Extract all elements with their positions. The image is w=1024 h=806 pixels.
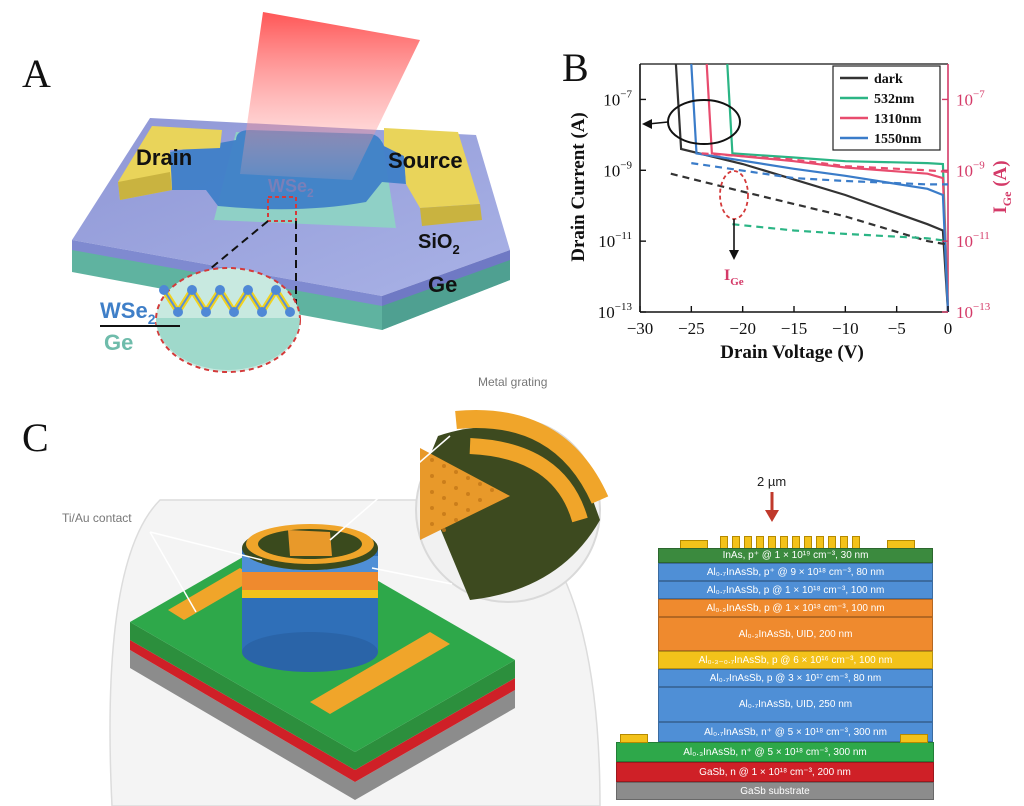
scale-label: 2 µm [757, 474, 787, 489]
substrate-layer [130, 650, 515, 800]
stack-layer: GaSb, n @ 1 × 10¹⁸ cm⁻³, 200 nm [616, 762, 934, 782]
legend-label: 532nm [874, 92, 915, 107]
green-layer-side [130, 622, 515, 770]
x-tick-label: −5 [888, 319, 906, 338]
series-line-ige-5 [732, 223, 949, 243]
y-axis-title-left: Drain Current (A) [568, 112, 589, 262]
stack-layer: Al₀.₇InAsSb, p⁺ @ 9 × 10¹⁸ cm⁻³, 80 nm [658, 563, 933, 581]
series-line-dark [674, 63, 950, 313]
stack-layer: InAs, p⁺ @ 1 × 10¹⁹ cm⁻³, 30 nm [658, 548, 933, 563]
mesa-stack [242, 524, 378, 672]
contact-left [168, 568, 256, 620]
legend-label: 1550nm [874, 132, 922, 147]
drain-label: Drain [136, 145, 192, 170]
legend-label: 1310nm [874, 112, 922, 127]
y-axis-title-right: IGe (A) [990, 160, 1014, 213]
inset-wse2-label: WSe2 [100, 298, 156, 327]
source-pad [384, 128, 480, 208]
x-axis-title: Drain Voltage (V) [720, 342, 864, 363]
x-tick-label: −30 [627, 319, 654, 338]
inset-ge-label: Ge [104, 330, 133, 355]
y-tick-label-right: 10−13 [956, 301, 991, 322]
channel-label: WSe2 [268, 176, 314, 200]
x-tick-label: 0 [944, 319, 953, 338]
wse2-lattice [159, 284, 295, 318]
y-tick-label-right: 10−11 [956, 230, 990, 251]
x-tick-label: −25 [678, 319, 705, 338]
ge-label: Ge [428, 272, 457, 297]
stack-layer: Al₀.₇InAsSb, n⁺ @ 5 × 10¹⁸ cm⁻³, 300 nm [658, 722, 933, 742]
panel-a-label: A [22, 51, 51, 96]
y-tick-label-left: 10−7 [603, 88, 632, 109]
panel-c-label: C [22, 415, 49, 460]
stack-layer: Al₀.₃InAsSb, p @ 1 × 10¹⁸ cm⁻³, 100 nm [658, 599, 933, 617]
tiau-contact-label: Ti/Au contact [62, 511, 132, 525]
source-label: Source [388, 148, 463, 173]
panel-a-device-diagram: Drain Source WSe2 SiO2 Ge WSe2 Ge [72, 12, 510, 373]
series-line-ige-6 [701, 152, 949, 173]
y-tick-label-left: 10−9 [603, 159, 632, 180]
legend-box [832, 65, 941, 151]
panel-b-label: B [562, 45, 589, 90]
metal-grating-label: Metal grating [478, 375, 547, 389]
sio2-label: SiO2 [418, 231, 460, 257]
series-line-532nm [726, 63, 950, 313]
x-tick-label: −15 [781, 319, 808, 338]
y-tick-label-left: 10−13 [598, 301, 633, 322]
stack-layer: Al₀.₇InAsSb, p @ 1 × 10¹⁸ cm⁻³, 100 nm [658, 581, 933, 599]
series-line-1310nm [705, 63, 950, 313]
stack-layer: Al₀.₇InAsSb, p @ 3 × 10¹⁷ cm⁻³, 80 nm [658, 669, 933, 687]
y-tick-label-left: 10−11 [598, 230, 632, 251]
grating-dots [420, 448, 510, 540]
x-tick-label: −20 [729, 319, 756, 338]
stack-layer: Al₀.₃InAsSb, UID, 200 nm [658, 617, 933, 651]
series-line-ige-4 [670, 172, 949, 246]
zoom-box [267, 196, 297, 222]
legend-label: dark [874, 72, 903, 87]
contact-right [310, 632, 450, 714]
red-layer [130, 640, 515, 782]
stack-layer: Al₀.₃InAsSb, n⁺ @ 5 × 10¹⁸ cm⁻³, 300 nm [616, 742, 934, 762]
series-line-1550nm [690, 63, 950, 313]
x-tick-label: −10 [832, 319, 859, 338]
stack-layer: GaSb substrate [616, 782, 934, 800]
stack-layer: Al₀.₇InAsSb, UID, 250 nm [658, 687, 933, 722]
panel-c-device-diagram: Metal grating Ti/Au contact [62, 375, 609, 806]
stack-layer: Al₀.₃₋₀.₇InAsSb, p @ 6 × 10¹⁶ cm⁻³, 100 … [658, 651, 933, 669]
y-tick-label-right: 10−9 [956, 159, 985, 180]
annotation-ellipse-ige [719, 170, 749, 220]
series-line-ige-7 [691, 162, 948, 186]
annotation-ige-label: IGe [724, 267, 744, 288]
laser-beam [240, 12, 420, 180]
y-tick-label-right: 10−7 [956, 88, 985, 109]
grating-zoom [420, 410, 609, 600]
incident-arrow [765, 492, 779, 522]
